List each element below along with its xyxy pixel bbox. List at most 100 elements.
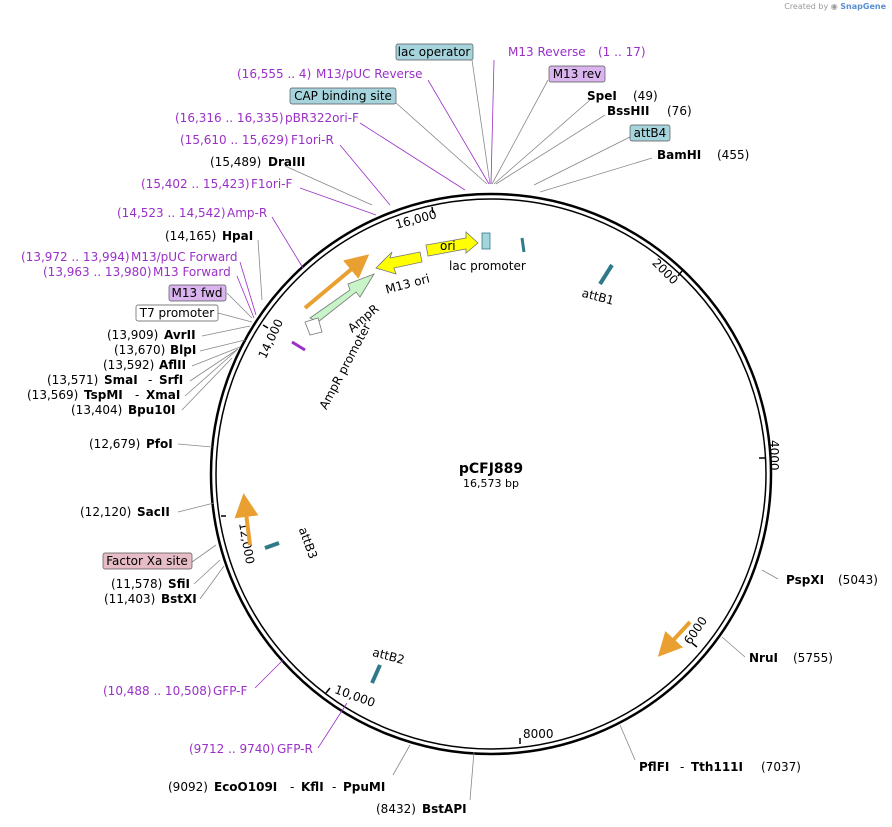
credit-prefix: Created by (784, 2, 829, 11)
bstxi-text[interactable]: BstXI (161, 592, 197, 606)
gfp-r-text[interactable]: GFP-R (277, 742, 313, 756)
orange-feature-left (234, 493, 259, 546)
gfp-f-text[interactable]: GFP-F (213, 684, 248, 698)
m13-fwd-text: M13 fwd (172, 286, 223, 300)
orange-feature-top (303, 254, 370, 310)
leader-lines (177, 59, 779, 801)
m13-puc-reverse-text[interactable]: M13/pUC Reverse (316, 67, 423, 81)
pbr322ori-f-text[interactable]: pBR322ori-F (285, 111, 359, 125)
feature-attb3[interactable]: attB3 (264, 525, 320, 561)
m13-puc-forward-text[interactable]: M13/pUC Forward (131, 250, 238, 264)
pfoi-text[interactable]: PfoI (146, 437, 173, 451)
factor-xa-site-label[interactable]: Factor Xa site (102, 552, 193, 570)
sfii-pos: (11,578) (111, 577, 162, 591)
ori-label: ori (440, 239, 456, 253)
eco-dash2: - (332, 780, 336, 794)
tick-label-16000: 16,000 (394, 207, 438, 231)
backbone (209, 192, 773, 756)
amp-r-pos: (14,523 .. 14,542) (117, 206, 226, 220)
feature-ori[interactable]: ori (425, 231, 479, 257)
ppumi-text[interactable]: PpuMI (343, 780, 385, 794)
feature-ampr-promoter[interactable]: AmpR promoter (304, 317, 374, 412)
xmai-text[interactable]: XmaI (146, 388, 180, 402)
tick-label-10000: 10,000 (333, 682, 377, 710)
m13-puc-reverse-pos: (16,555 .. 4) (237, 67, 311, 81)
pflfi-dash: - (680, 760, 684, 774)
t7-promoter-label[interactable]: T7 promoter (135, 304, 219, 322)
blpi-pos: (13,670) (114, 343, 165, 357)
t7-promoter-text: T7 promoter (139, 306, 215, 320)
m13-forward-text[interactable]: M13 Forward (153, 265, 231, 279)
tth111i-text[interactable]: Tth111I (691, 760, 743, 774)
m13-forward-pos: (13,963 .. 13,980) (43, 265, 152, 279)
bsshii-text[interactable]: BssHII (607, 104, 649, 118)
feature-m13-ori[interactable]: M13 ori (375, 251, 431, 297)
bamhi-pos: (455) (717, 148, 749, 162)
eco0109i-text[interactable]: EcoO109I (214, 780, 277, 794)
m13-reverse-pos: (1 .. 17) (598, 45, 646, 59)
f1ori-f-text[interactable]: F1ori-F (251, 177, 292, 191)
nrui-pos: (5755) (793, 651, 833, 665)
spei-pos: (49) (633, 89, 658, 103)
pflfi-text[interactable]: PflFI (639, 760, 669, 774)
amp-r-text[interactable]: Amp-R (227, 206, 267, 220)
m13-ori-label: M13 ori (384, 271, 431, 296)
plasmid-name: pCFJ889 (459, 461, 523, 477)
plasmid-length: 16,573 bp (463, 477, 519, 490)
feature-lac-promoter[interactable]: lac promoter (449, 232, 526, 273)
pspxi-text[interactable]: PspXI (786, 573, 824, 587)
tick-label-4000: 4000 (767, 440, 781, 471)
cap-binding-site-label[interactable]: CAP binding site (289, 87, 397, 105)
snapgene-logo-icon: ◉ (830, 2, 838, 11)
draiii-text[interactable]: DraIII (268, 155, 305, 169)
sacii-text[interactable]: SacII (137, 505, 170, 519)
kfli-text[interactable]: KflI (301, 780, 324, 794)
smai-pos: (13,571) (47, 373, 98, 387)
snapgene-credit: Created by ◉ SnapGene (784, 2, 886, 11)
attb3-label: attB3 (296, 525, 320, 560)
m13-rev-label[interactable]: M13 rev (548, 65, 606, 83)
orange-feature-right (657, 620, 692, 657)
eco-dash1: - (290, 780, 294, 794)
gfp-f-pos: (10,488 .. 10,508) (103, 684, 212, 698)
m13-reverse-text[interactable]: M13 Reverse (508, 45, 586, 59)
pflfi-pos: (7037) (761, 760, 801, 774)
feature-attb1[interactable]: attB1 (580, 263, 616, 308)
pbr322ori-f-pos: (16,316 .. 16,335) (175, 111, 284, 125)
lac-operator-label[interactable]: lac operator (395, 43, 474, 61)
attb2-label: attB2 (371, 645, 406, 667)
m13-fwd-label[interactable]: M13 fwd (168, 284, 227, 302)
nrui-text[interactable]: NruI (749, 651, 778, 665)
bstapi-text[interactable]: BstAPI (422, 802, 467, 816)
bpu10i-text[interactable]: Bpu10I (128, 403, 175, 417)
attb4-text: attB4 (634, 126, 667, 140)
pfoi-pos: (12,679) (89, 437, 140, 451)
m13-puc-forward-pos: (13,972 .. 13,994) (21, 250, 130, 264)
lac-operator-text: lac operator (398, 45, 471, 59)
hpai-pos: (14,165) (165, 229, 216, 243)
cap-binding-site-text: CAP binding site (294, 89, 392, 103)
smai-text[interactable]: SmaI (104, 373, 138, 387)
f1ori-f-pos: (15,402 .. 15,423) (141, 177, 250, 191)
hpai-text[interactable]: HpaI (222, 229, 253, 243)
avrii-text[interactable]: AvrII (164, 328, 196, 342)
attb4-mark (520, 237, 526, 253)
feature-attb2[interactable]: attB2 (370, 645, 406, 684)
f1ori-r-text[interactable]: F1ori-R (291, 133, 334, 147)
avrii-pos: (13,909) (107, 328, 158, 342)
blpi-text[interactable]: BlpI (170, 343, 196, 357)
bstapi-pos: (8432) (376, 802, 416, 816)
srfi-text[interactable]: SrfI (159, 373, 183, 387)
tick-label-2000: 2000 (649, 256, 680, 287)
bamhi-text[interactable]: BamHI (657, 148, 701, 162)
attb4-label[interactable]: attB4 (629, 124, 671, 142)
aflii-pos: (13,592) (103, 358, 154, 372)
aflii-text[interactable]: AflII (159, 358, 186, 372)
spei-text[interactable]: SpeI (587, 89, 617, 103)
tspmi-text[interactable]: TspMI (84, 388, 123, 402)
sfii-text[interactable]: SfiI (168, 577, 190, 591)
bpu10i-pos: (13,404) (71, 403, 122, 417)
tspmi-pos: (13,569) (27, 388, 78, 402)
bsshii-pos: (76) (667, 104, 692, 118)
